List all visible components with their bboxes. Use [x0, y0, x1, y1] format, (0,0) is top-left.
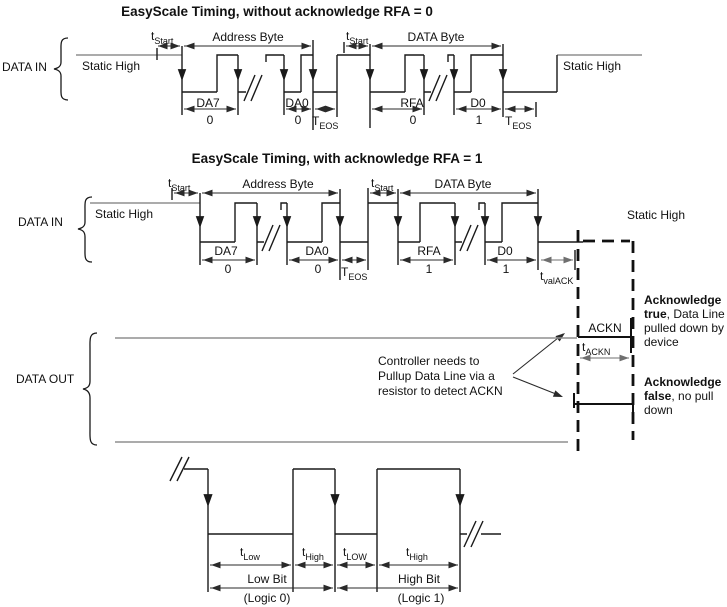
t-start-label-1b: tStart	[346, 29, 369, 46]
data-in-label-2: DATA IN	[18, 215, 63, 229]
data-out-section: DATA OUT	[16, 332, 577, 446]
ack-true-line-3: pulled down by	[644, 321, 724, 335]
ack-true-line-4: device	[644, 335, 679, 349]
address-byte-label-1: Address Byte	[212, 30, 284, 44]
t-low-caps-label: tLOW	[343, 545, 367, 562]
t-high2-label: tHigh	[406, 545, 428, 562]
data-in-brace-1	[53, 37, 69, 101]
bit-value-da7-1: 0	[207, 113, 214, 127]
low-bit-label: Low Bit	[247, 572, 287, 586]
measure-arrows-top-1	[158, 42, 501, 50]
t-start-label-2b: tStart	[371, 176, 394, 193]
measure-arrows-top-2	[174, 189, 536, 197]
data-out-brace	[82, 332, 98, 446]
waveform-trace-2	[90, 188, 583, 280]
annotation-line-1: Controller needs to	[378, 354, 480, 368]
diagram-with-ack: EasyScale Timing, with acknowledge RFA =…	[18, 151, 725, 456]
ack-false-line-2: false, no pull	[644, 389, 713, 403]
diagram2-title: EasyScale Timing, with acknowledge RFA =…	[192, 151, 483, 166]
bit-label-da7-2: DA7	[214, 244, 238, 258]
t-low-label: tLow	[240, 545, 260, 562]
t-valack-label: tvalACK	[540, 269, 573, 286]
bit-value-da7-2: 0	[225, 262, 232, 276]
t-eos-label-1b: TEOS	[505, 114, 531, 131]
low-bit-logic-label: (Logic 0)	[244, 591, 291, 605]
bit-label-d0-2: D0	[497, 244, 513, 258]
ack-true-line-1: Acknowledge	[644, 293, 722, 307]
bit-label-d0-1: D0	[470, 96, 486, 110]
waveform-trace-1	[76, 40, 642, 130]
bit-arrows-1	[184, 105, 534, 113]
ack-false-line-3: down	[644, 403, 673, 417]
diagram-without-ack: EasyScale Timing, without acknowledge RF…	[2, 4, 642, 131]
static-high-right-2: Static High	[627, 208, 685, 222]
bit-value-d0-2: 1	[503, 262, 510, 276]
high-bit-label: High Bit	[398, 572, 441, 586]
t-start-label-2a: tStart	[168, 176, 191, 193]
bit-timing-diagram: tLow tHigh tLOW tHigh Low Bit (Logic 0) …	[169, 456, 501, 605]
static-high-right-1: Static High	[563, 59, 621, 73]
data-byte-label-2: DATA Byte	[435, 177, 492, 191]
bit-label-da7-1: DA7	[196, 96, 220, 110]
data-byte-label-1: DATA Byte	[408, 30, 465, 44]
static-high-left-2: Static High	[95, 207, 153, 221]
ack-true-text: Acknowledge true, Data Line pulled down …	[644, 293, 725, 349]
diagram1-title: EasyScale Timing, without acknowledge RF…	[121, 4, 433, 19]
bit-value-d0-1: 1	[476, 113, 483, 127]
t-high-label: tHigh	[302, 545, 324, 562]
ack-window	[573, 230, 635, 456]
bit-value-da0-2: 0	[315, 262, 322, 276]
bit-label-da0-2: DA0	[305, 244, 329, 258]
t-eos-label-2: TEOS	[341, 265, 367, 282]
annotation-line-3: resistor to detect ACKN	[378, 384, 503, 398]
bit-label-rfa-2: RFA	[417, 244, 440, 258]
bit-arrows-2	[202, 256, 573, 264]
annotation-line-2: Pullup Data Line via a	[378, 369, 495, 383]
ack-false-text: Acknowledge false, no pull down	[644, 375, 722, 417]
high-bit-logic-label: (Logic 1)	[398, 591, 445, 605]
data-out-label: DATA OUT	[16, 372, 75, 386]
t-eos-label-1a: TEOS	[312, 114, 338, 131]
bit-value-rfa-2: 1	[426, 262, 433, 276]
ack-false-line-1: Acknowledge	[644, 375, 722, 389]
data-in-brace-2	[77, 196, 93, 263]
address-byte-label-2: Address Byte	[242, 177, 314, 191]
bit-timing-arrows	[210, 561, 458, 592]
controller-annotation: Controller needs to Pullup Data Line via…	[378, 330, 568, 401]
ack-true-line-2: true, Data Line	[644, 307, 725, 321]
bit-value-rfa-1: 0	[410, 113, 417, 127]
bit-label-rfa-1: RFA	[400, 96, 423, 110]
t-start-label-1a: tStart	[151, 29, 174, 46]
bit-timing-trace	[169, 456, 501, 592]
static-high-left-1: Static High	[82, 59, 140, 73]
bit-value-da0-1: 0	[295, 113, 302, 127]
data-in-label-1: DATA IN	[2, 60, 47, 74]
bit-label-da0-1: DA0	[285, 96, 309, 110]
ackn-label: ACKN	[588, 321, 621, 335]
t-ackn-label: tACKN	[582, 340, 610, 357]
